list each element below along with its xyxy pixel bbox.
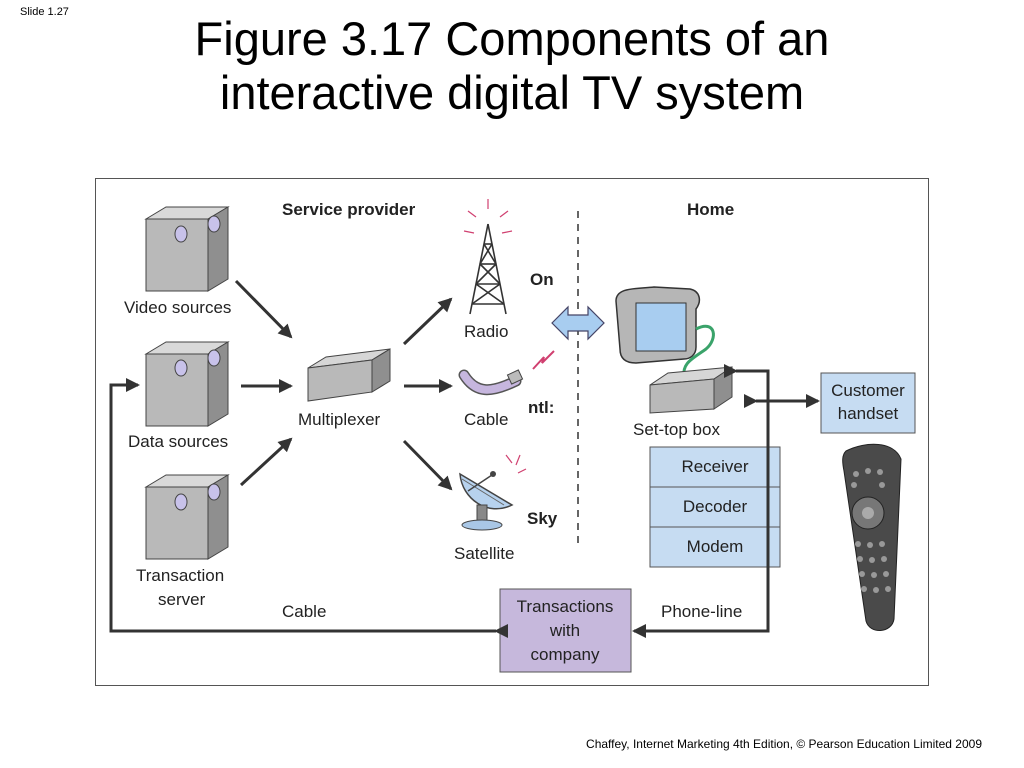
satellite-dish-icon <box>459 471 514 531</box>
multiplexer-icon <box>307 348 391 402</box>
remote-control-icon <box>842 443 902 631</box>
cable-return-line <box>109 378 508 638</box>
brand-on-label: On <box>530 270 554 289</box>
mux-to-satellite-arrow <box>402 439 453 491</box>
transactions-label-2: with <box>549 621 580 640</box>
itv-diagram: Service provider Home Video sources Data… <box>95 178 929 686</box>
radio-label: Radio <box>464 322 508 341</box>
video-sources-label: Video sources <box>124 298 231 317</box>
transaction-server-icon <box>144 474 230 560</box>
cable-connector-icon <box>458 369 524 396</box>
customer-handset-box <box>820 372 916 434</box>
transaction-server-label-2: server <box>158 590 206 609</box>
radio-tower-icon <box>469 223 507 315</box>
customer-handset-label-2: handset <box>838 404 899 423</box>
title-line-2: interactive digital TV system <box>219 66 805 119</box>
television-icon <box>615 286 715 378</box>
cable-label: Cable <box>464 410 508 429</box>
set-top-box-icon <box>649 366 733 414</box>
transaction-to-mux-arrow <box>239 437 293 487</box>
brand-ntl-label: ntl: <box>528 398 554 417</box>
data-sources-label: Data sources <box>128 432 228 451</box>
video-to-mux-arrow <box>234 279 293 339</box>
satellite-signal-icon <box>505 454 527 474</box>
modem-label: Modem <box>687 537 744 556</box>
transactions-box <box>499 588 632 673</box>
phone-line <box>632 364 770 638</box>
footer-citation: Chaffey, Internet Marketing 4th Edition,… <box>586 737 982 751</box>
multiplexer-label: Multiplexer <box>298 410 381 429</box>
service-provider-header: Service provider <box>282 200 416 219</box>
home-header: Home <box>687 200 734 219</box>
bidirectional-arrow-icon <box>551 305 605 341</box>
video-sources-server-icon <box>144 206 230 292</box>
customer-handset-label-1: Customer <box>831 381 905 400</box>
brand-sky-label: Sky <box>527 509 558 528</box>
phone-line-label: Phone-line <box>661 602 742 621</box>
data-sources-server-icon <box>144 341 230 427</box>
transactions-label-1: Transactions <box>517 597 614 616</box>
receiver-label: Receiver <box>681 457 748 476</box>
mux-to-radio-arrow <box>402 297 453 346</box>
transaction-server-label-1: Transaction <box>136 566 224 585</box>
decoder-label: Decoder <box>683 497 748 516</box>
title-line-1: Figure 3.17 Components of an <box>194 12 830 65</box>
slide-number: Slide 1.27 <box>20 6 69 18</box>
set-top-box-label: Set-top box <box>633 420 720 439</box>
diagram-canvas: Service provider Home Video sources Data… <box>109 199 916 673</box>
cable-signal-icon <box>532 350 555 370</box>
transactions-label-3: company <box>531 645 600 664</box>
satellite-label: Satellite <box>454 544 514 563</box>
cable-return-label: Cable <box>282 602 326 621</box>
page-title: Figure 3.17 Components of an interactive… <box>0 12 1024 120</box>
radio-signal-icon <box>463 199 513 234</box>
